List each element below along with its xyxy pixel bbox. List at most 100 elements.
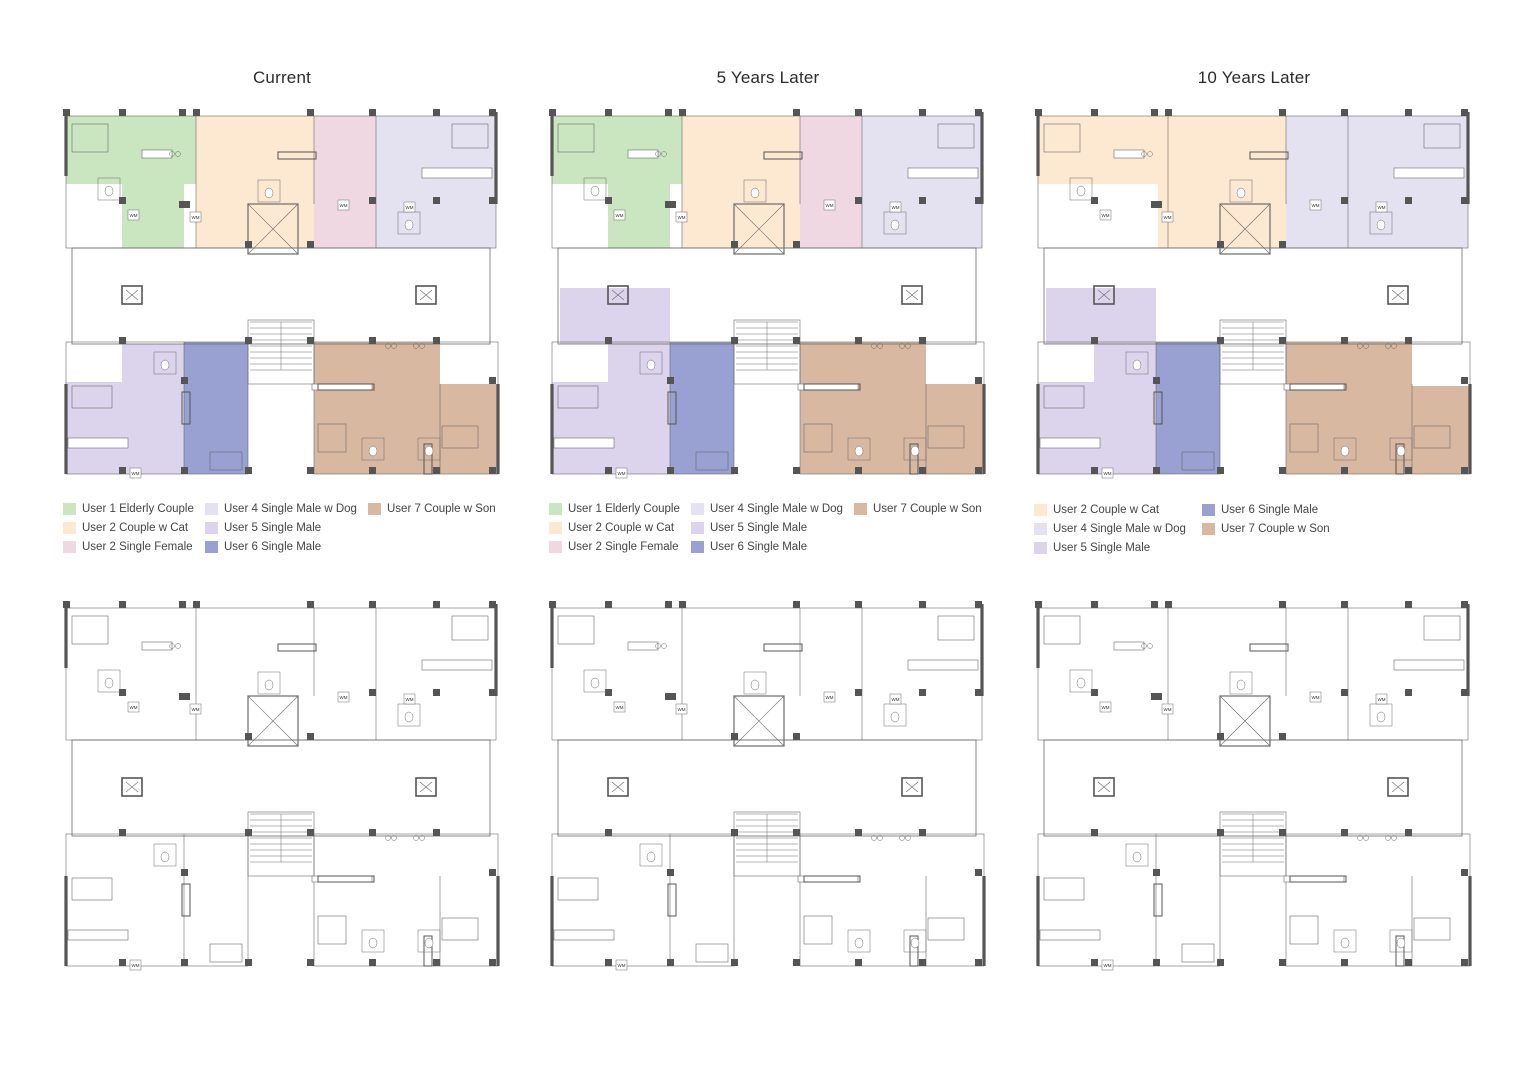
bed: [209, 943, 243, 963]
wm-label: WM: [132, 471, 140, 476]
column: [793, 467, 800, 474]
column: [667, 467, 674, 474]
wm-label: WM: [192, 215, 200, 220]
wm-label: WM: [678, 215, 686, 220]
column: [489, 689, 496, 696]
column: [665, 201, 672, 208]
shaft-cross: [419, 781, 433, 793]
legend-swatch: [63, 503, 76, 515]
bathroom: [639, 843, 663, 867]
column: [307, 241, 314, 248]
hob-icon: [661, 151, 667, 157]
column: [1405, 467, 1412, 474]
legend-label: User 7 Couple w Son: [873, 503, 982, 515]
column: [433, 197, 440, 204]
column: [855, 829, 862, 836]
column: [605, 829, 612, 836]
shaft-cross: [905, 289, 919, 301]
hob-icon: [871, 343, 877, 349]
bed: [441, 917, 479, 941]
column: [679, 601, 686, 608]
wm-label: WM: [192, 707, 200, 712]
unit-zone: [196, 116, 314, 248]
column: [1279, 109, 1286, 116]
wm-box: [1375, 201, 1388, 213]
column: [975, 109, 982, 116]
elevator-cross: [247, 695, 299, 747]
legend-label: User 2 Couple w Cat: [1053, 504, 1160, 516]
column: [919, 601, 926, 608]
legend-label: User 5 Single Male: [1053, 542, 1151, 554]
bathroom: [1125, 843, 1149, 867]
column: [1279, 601, 1286, 608]
bathroom: [583, 177, 607, 201]
toilet-icon: [1132, 359, 1142, 371]
column: [179, 693, 186, 700]
column: [369, 197, 376, 204]
column: [119, 109, 126, 116]
column: [245, 829, 252, 836]
unit-zone: [560, 288, 670, 344]
unit-zone: [670, 342, 734, 474]
column: [793, 241, 800, 248]
bathroom: [743, 179, 767, 203]
column: [63, 109, 70, 116]
column: [731, 829, 738, 836]
column: [919, 959, 926, 966]
unit-zone: [66, 116, 196, 184]
toilet-icon: [1076, 677, 1086, 689]
legend-item: User 2 Couple w Cat: [549, 522, 674, 534]
column: [245, 467, 252, 474]
wardrobe: [1395, 935, 1405, 967]
counter: [67, 929, 129, 941]
column: [605, 601, 612, 608]
unit-zone: [552, 116, 682, 184]
bed: [557, 385, 599, 409]
wardrobe: [277, 643, 317, 652]
legend-swatch: [205, 503, 218, 515]
hob-icon: [1391, 835, 1397, 841]
column: [1155, 201, 1162, 208]
column: [245, 241, 252, 248]
legend-label: User 6 Single Male: [710, 541, 808, 553]
hob-icon: [877, 835, 883, 841]
wm-label: WM: [1102, 705, 1110, 710]
column: [669, 693, 676, 700]
legend-swatch: [854, 503, 867, 515]
shaft-box: [901, 777, 923, 797]
wm-label: WM: [1102, 213, 1110, 218]
column: [1461, 959, 1468, 966]
column: [731, 241, 738, 248]
unit-zone: [552, 382, 670, 474]
hob-icon: [175, 643, 181, 649]
toilet-icon: [910, 445, 920, 457]
column: [1165, 109, 1172, 116]
column: [975, 601, 982, 608]
wm-label: WM: [132, 963, 140, 968]
legend-item: User 2 Couple w Cat: [63, 522, 188, 534]
legend-item: User 1 Elderly Couple: [549, 503, 680, 515]
column: [667, 959, 674, 966]
column: [193, 109, 200, 116]
wardrobe: [803, 383, 861, 391]
toilet-icon: [646, 851, 656, 863]
column: [369, 829, 376, 836]
wm-label: WM: [826, 695, 834, 700]
elevator-shaft: [247, 203, 299, 255]
wardrobe: [317, 875, 375, 883]
wm-label: WM: [406, 697, 414, 702]
hob-icon: [413, 343, 419, 349]
elevator-shaft: [733, 695, 785, 747]
column: [119, 337, 126, 344]
legend-swatch: [1034, 504, 1047, 516]
bed: [441, 425, 479, 449]
column: [119, 829, 126, 836]
hob-icon: [419, 343, 425, 349]
wm-box: [129, 467, 142, 479]
column: [1153, 869, 1160, 876]
wm-box: [1099, 209, 1112, 221]
bathroom: [153, 843, 177, 867]
elevator-cross: [247, 203, 299, 255]
column: [119, 601, 126, 608]
